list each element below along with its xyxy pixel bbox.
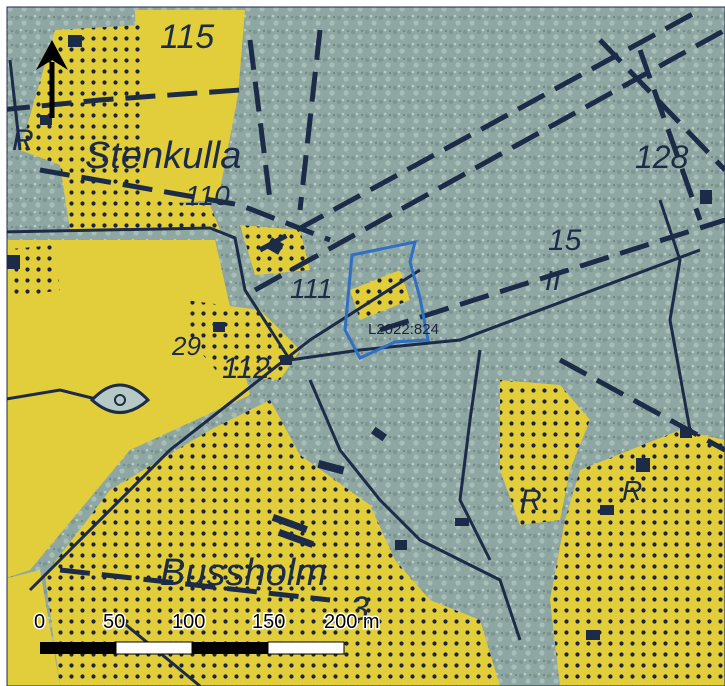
scale-tick-200: 200 m	[324, 611, 380, 633]
parcel-number-112: 112	[222, 352, 270, 385]
parcel-letter-r-east: R	[520, 484, 542, 517]
north-arrow-icon	[36, 40, 68, 118]
dotted-field-west-small	[7, 245, 60, 299]
field-north-plain	[135, 10, 245, 205]
parcel-boundaries	[7, 7, 725, 603]
parcel-number-111: 111	[290, 273, 333, 304]
roads	[7, 59, 701, 686]
site-outline	[343, 240, 430, 360]
dotted-field-southeast	[550, 430, 725, 686]
parcel-number-ii: II	[545, 265, 561, 296]
scale-tick-150: 150	[252, 611, 285, 633]
dotted-field-middle	[185, 300, 300, 380]
scale-segment-2	[115, 641, 193, 655]
dotted-field-east	[500, 380, 590, 525]
scale-bar: 0 50 100 150 200 m	[33, 610, 381, 655]
parcel-letter-r-north: R	[12, 124, 34, 157]
scale-segment-3	[192, 642, 268, 654]
parcel-number-128: 128	[635, 139, 689, 175]
scale-tick-100: 100	[172, 611, 205, 633]
scale-tick-50: 50	[103, 611, 125, 633]
dotted-field-stenkulla	[20, 25, 220, 230]
pond-center	[114, 394, 126, 406]
field-south-west	[7, 570, 60, 686]
map-frame	[6, 6, 725, 686]
place-name-bussholm: Bussholm	[160, 552, 327, 594]
parcel-number-115: 115	[160, 18, 214, 56]
pond	[89, 383, 151, 414]
scale-segment-4	[267, 641, 345, 655]
parcel-number-110: 110	[185, 180, 230, 211]
buildings	[7, 35, 712, 640]
place-name-stenkulla: Stenkulla	[85, 135, 241, 177]
parcel-number-3: 3	[350, 590, 369, 628]
scale-tick-0: 0	[34, 611, 45, 633]
parcel-letter-r-southeast: R	[622, 475, 642, 506]
parcel-number-29: 29	[171, 331, 201, 361]
parcel-number-15: 15	[548, 224, 582, 257]
scale-segment-1	[40, 642, 116, 654]
site-label: L2022:824	[368, 321, 439, 338]
dotted-field-bussholm	[45, 400, 500, 686]
